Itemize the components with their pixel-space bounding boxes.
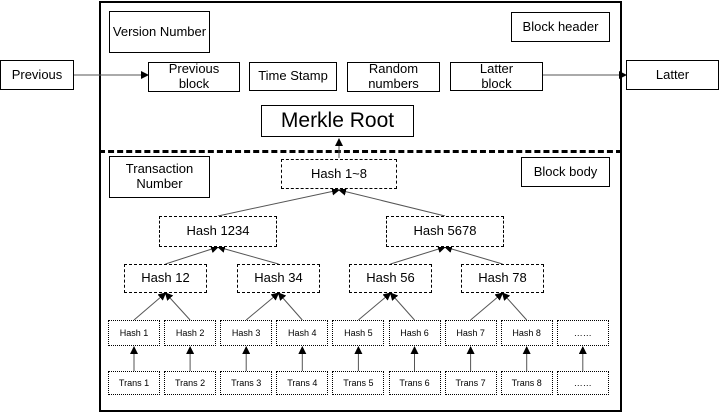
leaf-hash-box-2-label: Hash 2 <box>175 327 205 338</box>
edge-hash-l3-4 <box>277 292 303 321</box>
edge-hash-l3-6 <box>389 292 415 321</box>
block-header-label: Block header <box>522 18 599 34</box>
hash-l2-box-2: Hash 5678 <box>386 216 504 247</box>
merkle-root-label: Merkle Root <box>280 108 395 132</box>
leaf-hash-box-7-label: Hash 7 <box>456 327 485 338</box>
edge-hash-l3-8 <box>501 292 528 321</box>
header-body-divider <box>99 150 622 153</box>
leaf-hash-box-1: Hash 1 <box>108 320 160 346</box>
block-header-box: Block header <box>511 12 610 42</box>
block-body-label: Block body <box>533 163 598 179</box>
hash-root-box-label: Hash 1~8 <box>310 165 367 181</box>
leaf-hash-box-8-label: Hash 8 <box>512 327 541 338</box>
trans-box-1-label: Trans 1 <box>118 377 150 388</box>
trans-box-3: Trans 3 <box>220 371 273 395</box>
previous-label: Previous <box>11 66 63 82</box>
leaf-hash-box-7: Hash 7 <box>444 320 497 346</box>
edge-hash-l3-3 <box>245 292 280 321</box>
latter-block-box: Latter block <box>450 60 543 91</box>
time-stamp-box: Time Stamp <box>249 62 337 91</box>
trans-box-8: Trans 8 <box>500 371 553 395</box>
previous-block-box: Previous block <box>148 61 240 92</box>
hash-l3-box-4: Hash 78 <box>461 264 544 293</box>
transaction-number-label: Transaction Number <box>125 161 194 191</box>
leaf-hash-box-3-label: Hash 3 <box>231 327 261 338</box>
block-body-box: Block body <box>521 157 610 187</box>
latter-label: Latter <box>655 66 690 82</box>
previous-box: Previous <box>0 60 74 90</box>
edge-hash-l3-5 <box>358 292 392 321</box>
trans-box-7-label: Trans 7 <box>455 377 486 388</box>
edge-l3-l2-3 <box>390 245 446 265</box>
edge-hash-l3-7 <box>470 292 504 321</box>
edge-l2-root-2 <box>338 187 446 217</box>
version-number-label: Version Number <box>112 23 207 39</box>
leaf-hash-box-6-label: Hash 6 <box>400 327 429 338</box>
hash-l3-box-3-label: Hash 56 <box>366 270 415 286</box>
hash-root-box: Hash 1~8 <box>281 159 397 189</box>
leaf-hash-box-9: …… <box>556 320 609 346</box>
leaf-hash-box-6: Hash 6 <box>388 320 441 346</box>
edge-l2-root-1 <box>217 187 340 217</box>
edge-l3-l2-2 <box>217 245 279 265</box>
leaf-hash-box-8: Hash 8 <box>500 320 553 346</box>
hash-l2-box-1: Hash 1234 <box>159 216 277 247</box>
leaf-hash-box-5: Hash 5 <box>332 320 385 346</box>
hash-l3-box-2-label: Hash 34 <box>254 270 303 286</box>
trans-box-1: Trans 1 <box>108 371 160 395</box>
hash-l3-box-1: Hash 12 <box>124 264 207 293</box>
edge-l3-l2-4 <box>444 245 503 265</box>
leaf-hash-box-4: Hash 4 <box>276 320 329 346</box>
random-numbers-label: Random numbers <box>368 61 419 91</box>
leaf-hash-box-9-label: …… <box>573 327 592 338</box>
leaf-hash-box-5-label: Hash 5 <box>344 327 373 338</box>
hash-l3-box-3: Hash 56 <box>349 264 432 293</box>
trans-box-8-label: Trans 8 <box>511 377 542 388</box>
time-stamp-label: Time Stamp <box>258 68 328 84</box>
random-numbers-box: Random numbers <box>347 61 440 92</box>
latter-block-label: Latter block <box>479 60 514 91</box>
edge-hash-l3-1 <box>133 292 167 321</box>
hash-l3-box-1-label: Hash 12 <box>141 270 190 286</box>
hash-l2-box-1-label: Hash 1234 <box>186 223 250 239</box>
hash-l2-box-2-label: Hash 5678 <box>413 223 477 239</box>
version-number-box: Version Number <box>109 11 210 53</box>
trans-box-2: Trans 2 <box>164 371 217 395</box>
trans-box-9-label: …… <box>573 377 592 388</box>
trans-box-6-label: Trans 6 <box>399 377 430 388</box>
transaction-number-box: Transaction Number <box>109 156 210 198</box>
trans-box-4-label: Trans 4 <box>287 377 318 388</box>
trans-box-7: Trans 7 <box>444 371 497 395</box>
latter-box: Latter <box>626 60 719 90</box>
leaf-hash-box-4-label: Hash 4 <box>288 327 317 338</box>
leaf-hash-box-2: Hash 2 <box>164 320 217 346</box>
block-frame <box>99 1 622 412</box>
trans-box-2-label: Trans 2 <box>175 377 206 388</box>
hash-l3-box-4-label: Hash 78 <box>478 270 527 286</box>
trans-box-5-label: Trans 5 <box>343 377 374 388</box>
previous-block-label: Previous block <box>168 61 220 91</box>
trans-box-4: Trans 4 <box>276 371 329 395</box>
trans-box-6: Trans 6 <box>388 371 441 395</box>
merkle-root-box: Merkle Root <box>261 105 414 137</box>
edge-hash-l3-2 <box>164 292 191 321</box>
hash-l3-box-2: Hash 34 <box>237 264 320 293</box>
leaf-hash-box-3: Hash 3 <box>220 320 273 346</box>
leaf-hash-box-1-label: Hash 1 <box>119 327 149 338</box>
edge-l3-l2-1 <box>165 245 219 265</box>
trans-box-5: Trans 5 <box>332 371 385 395</box>
trans-box-9: …… <box>556 371 609 395</box>
trans-box-3-label: Trans 3 <box>231 377 262 388</box>
